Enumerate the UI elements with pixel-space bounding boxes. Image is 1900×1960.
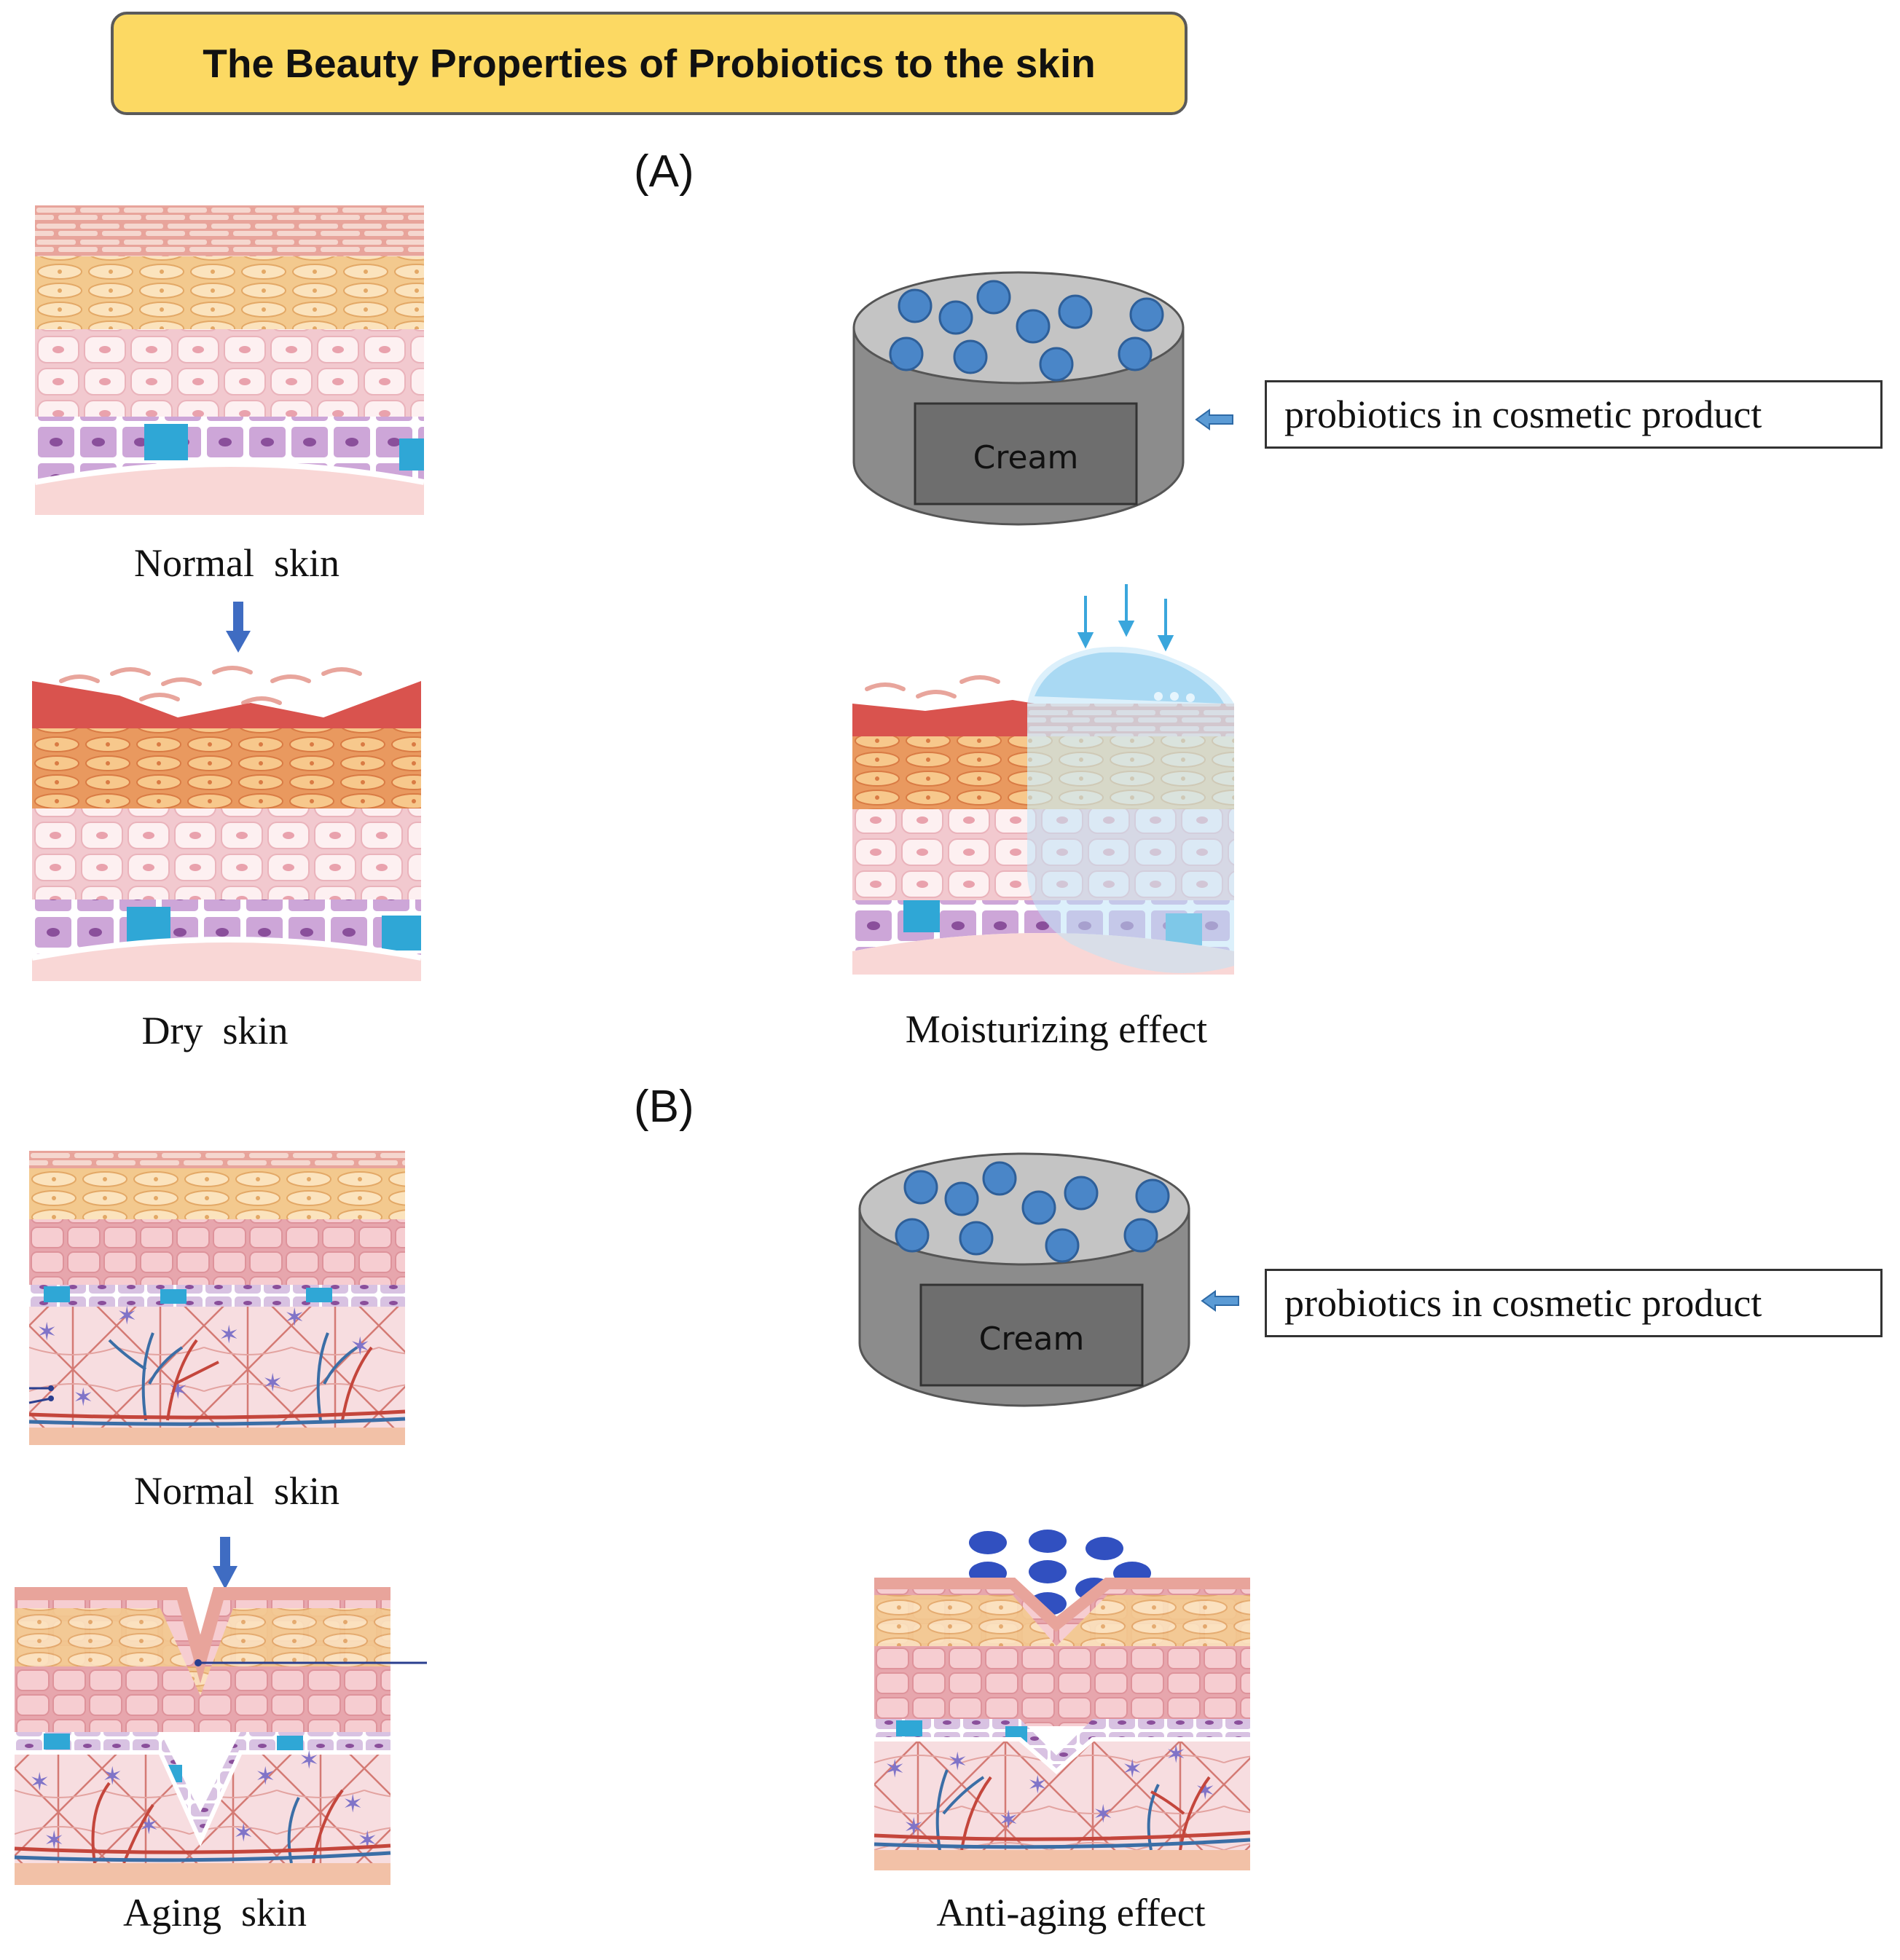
svg-text:✶: ✶ <box>262 1369 283 1398</box>
left-arrow-a <box>1195 409 1233 430</box>
svg-text:✶: ✶ <box>284 1303 305 1332</box>
svg-text:✶: ✶ <box>342 1790 364 1819</box>
panel-b-label: (B) <box>634 1082 694 1132</box>
cream-text-a: Cream <box>973 439 1079 476</box>
cream-jar-label-a <box>914 402 1138 505</box>
probiotics-label-a: probiotics in cosmetic product <box>1284 393 1762 436</box>
normal-skin-illustration-b: ✶✶✶ ✶✶✶ ✶✶ <box>28 1151 406 1445</box>
aging-skin-caption: Aging skin <box>122 1891 307 1935</box>
svg-text:✶: ✶ <box>299 1746 320 1775</box>
svg-text:✶: ✶ <box>947 1747 968 1776</box>
svg-text:✶: ✶ <box>350 1332 371 1361</box>
probiotics-label-b: probiotics in cosmetic product <box>1284 1281 1762 1325</box>
svg-text:✶: ✶ <box>233 1819 254 1848</box>
down-arrow-b <box>213 1537 238 1589</box>
down-arrow-a <box>226 602 251 653</box>
cream-jar-label-b <box>919 1283 1144 1387</box>
left-arrow-b <box>1201 1290 1239 1312</box>
svg-text:✶: ✶ <box>884 1755 906 1784</box>
panel-a-label: (A) <box>634 146 694 197</box>
normal-skin-caption-b: Normal skin <box>134 1469 339 1513</box>
cream-jar-a: Cream <box>852 271 1185 526</box>
svg-text:✶: ✶ <box>998 1806 1019 1835</box>
aging-skin-illustration: ✶✶✶ ✶✶✶ ✶✶✶ <box>14 1587 427 1885</box>
probiotics-label-box-a: probiotics in cosmetic product <box>1265 380 1883 449</box>
svg-text:✶: ✶ <box>1166 1740 1187 1769</box>
title-box: The Beauty Properties of Probiotics to t… <box>111 12 1188 115</box>
probiotic-dots-b <box>895 1161 1170 1263</box>
svg-text:✶: ✶ <box>1027 1771 1048 1800</box>
moisturizing-caption: Moisturizing effect <box>905 1007 1208 1051</box>
probiotics-label-box-b: probiotics in cosmetic product <box>1265 1269 1883 1337</box>
anti-aging-caption: Anti-aging effect <box>936 1891 1206 1935</box>
svg-text:✶: ✶ <box>117 1302 138 1331</box>
normal-skin-illustration-a <box>34 205 425 515</box>
moisturizing-illustration <box>852 584 1234 975</box>
svg-text:✶: ✶ <box>219 1321 240 1350</box>
normal-skin-caption-a: Normal skin <box>134 541 339 585</box>
svg-text:✶: ✶ <box>36 1318 58 1347</box>
figure-title: The Beauty Properties of Probiotics to t… <box>203 41 1096 86</box>
svg-text:✶: ✶ <box>357 1826 378 1855</box>
dry-skin-illustration <box>31 666 422 981</box>
cream-jar-b: Cream <box>858 1152 1190 1407</box>
svg-text:✶: ✶ <box>1093 1800 1114 1829</box>
svg-text:✶: ✶ <box>1122 1755 1143 1784</box>
cream-text-b: Cream <box>979 1321 1085 1358</box>
svg-text:✶: ✶ <box>29 1768 50 1797</box>
svg-text:✶: ✶ <box>73 1383 94 1412</box>
anti-aging-illustration: ✶✶✶ ✶✶✶ ✶✶✶ <box>874 1530 1251 1870</box>
probiotic-dots-a <box>889 280 1164 382</box>
svg-text:✶: ✶ <box>255 1762 276 1791</box>
dry-skin-caption: Dry skin <box>141 1009 288 1052</box>
